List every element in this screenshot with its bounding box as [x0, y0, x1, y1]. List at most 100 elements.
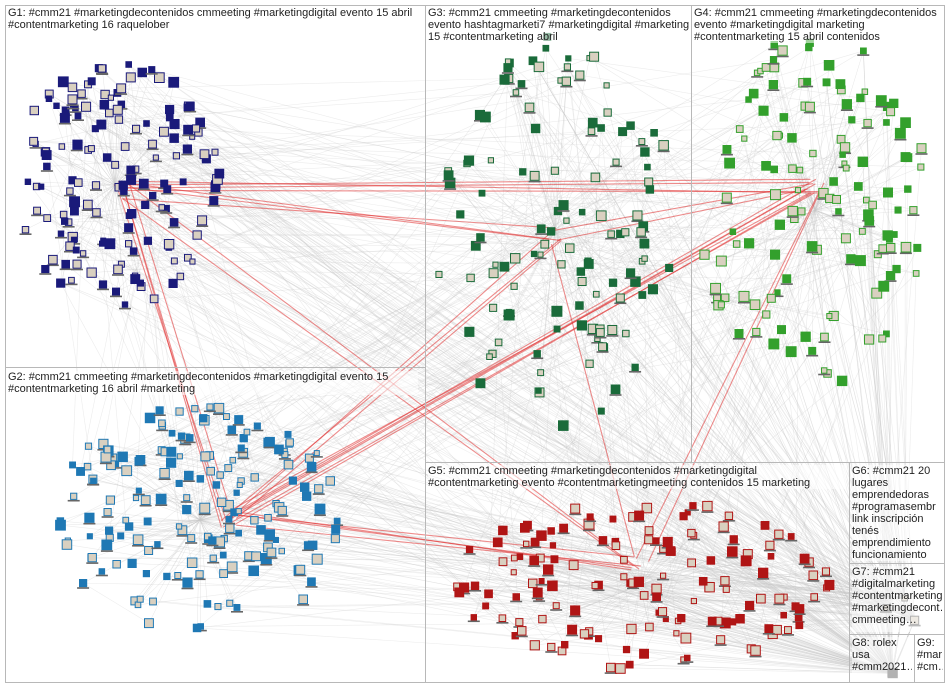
graph-node	[211, 148, 219, 156]
graph-node	[235, 508, 242, 515]
graph-node	[233, 604, 241, 611]
edge	[46, 130, 592, 167]
graph-node	[143, 517, 152, 526]
edge	[495, 151, 646, 265]
node-label-mark	[749, 655, 762, 658]
graph-node	[528, 56, 538, 66]
graph-node	[650, 129, 658, 137]
graph-node	[105, 495, 116, 505]
graph-node	[846, 254, 856, 264]
edge	[502, 530, 616, 547]
graph-node	[61, 539, 73, 550]
edge	[267, 547, 905, 599]
graph-node	[253, 422, 261, 430]
node-label-mark	[151, 547, 164, 550]
edge	[639, 561, 810, 586]
graph-node	[212, 481, 221, 489]
graph-node	[559, 523, 569, 533]
node-label-mark	[297, 604, 310, 606]
node-label-mark	[444, 188, 457, 190]
edge	[814, 209, 825, 338]
node-label-mark	[801, 85, 814, 88]
edge	[539, 596, 679, 622]
edge	[199, 519, 301, 570]
graph-node	[644, 177, 654, 187]
node-label-mark	[907, 214, 920, 216]
edge	[481, 192, 839, 212]
edge	[635, 281, 887, 608]
graph-node	[821, 567, 831, 576]
graph-node	[298, 594, 308, 605]
edge	[508, 78, 556, 231]
edge	[108, 112, 116, 186]
graph-node	[283, 459, 294, 470]
node-label-mark	[112, 274, 124, 276]
graph-node	[516, 553, 524, 561]
edge	[646, 507, 887, 608]
edge	[154, 260, 722, 300]
graph-node	[610, 384, 621, 395]
graph-node	[622, 329, 630, 338]
edge-layer	[25, 42, 922, 674]
edge	[648, 106, 806, 531]
graph-node	[114, 115, 124, 124]
graph-node	[209, 196, 219, 206]
graph-node	[272, 536, 279, 544]
graph-node	[638, 138, 646, 146]
graph-node	[823, 60, 835, 71]
node-label-mark	[474, 241, 487, 244]
graph-node	[192, 230, 202, 240]
edge	[311, 346, 603, 467]
graph-node	[530, 123, 541, 134]
graph-node	[841, 99, 853, 110]
node-label-mark	[67, 107, 80, 110]
graph-node	[112, 560, 121, 569]
edge	[554, 229, 643, 296]
graph-node	[568, 560, 579, 571]
graph-node	[587, 127, 596, 136]
edge	[687, 512, 748, 555]
graph-node	[470, 614, 478, 621]
graph-node	[154, 541, 161, 548]
node-label-mark	[458, 592, 471, 595]
graph-node	[710, 282, 721, 294]
edge	[199, 519, 224, 574]
edge	[554, 81, 567, 231]
node-label-mark	[184, 110, 197, 113]
edge	[161, 498, 892, 674]
graph-node	[916, 143, 927, 154]
edge	[639, 535, 694, 586]
edge	[214, 151, 887, 608]
edge	[547, 138, 745, 570]
graph-node	[706, 556, 716, 565]
graph-node	[330, 534, 340, 544]
edge	[548, 569, 887, 608]
edge	[85, 106, 116, 186]
edge	[138, 519, 201, 540]
edge	[468, 160, 556, 231]
edge	[656, 560, 712, 597]
edge	[519, 218, 795, 557]
edge	[540, 304, 756, 373]
edge	[469, 549, 893, 674]
graph-node	[886, 107, 896, 117]
edge	[170, 462, 201, 521]
graph-node	[72, 246, 80, 254]
graph-node	[768, 80, 779, 90]
graph-node	[172, 152, 181, 160]
graph-node	[103, 508, 112, 517]
edge	[204, 79, 505, 509]
graph-node	[233, 489, 240, 496]
graph-node	[822, 78, 831, 87]
edge	[142, 72, 596, 586]
graph-node	[134, 601, 142, 609]
edge	[536, 229, 556, 354]
edge	[152, 601, 892, 674]
node-label-mark	[213, 547, 226, 549]
graph-node	[278, 547, 285, 555]
edge	[781, 329, 810, 563]
edge	[229, 527, 905, 599]
graph-node	[829, 177, 838, 186]
edge	[498, 271, 581, 343]
edge	[814, 65, 830, 211]
